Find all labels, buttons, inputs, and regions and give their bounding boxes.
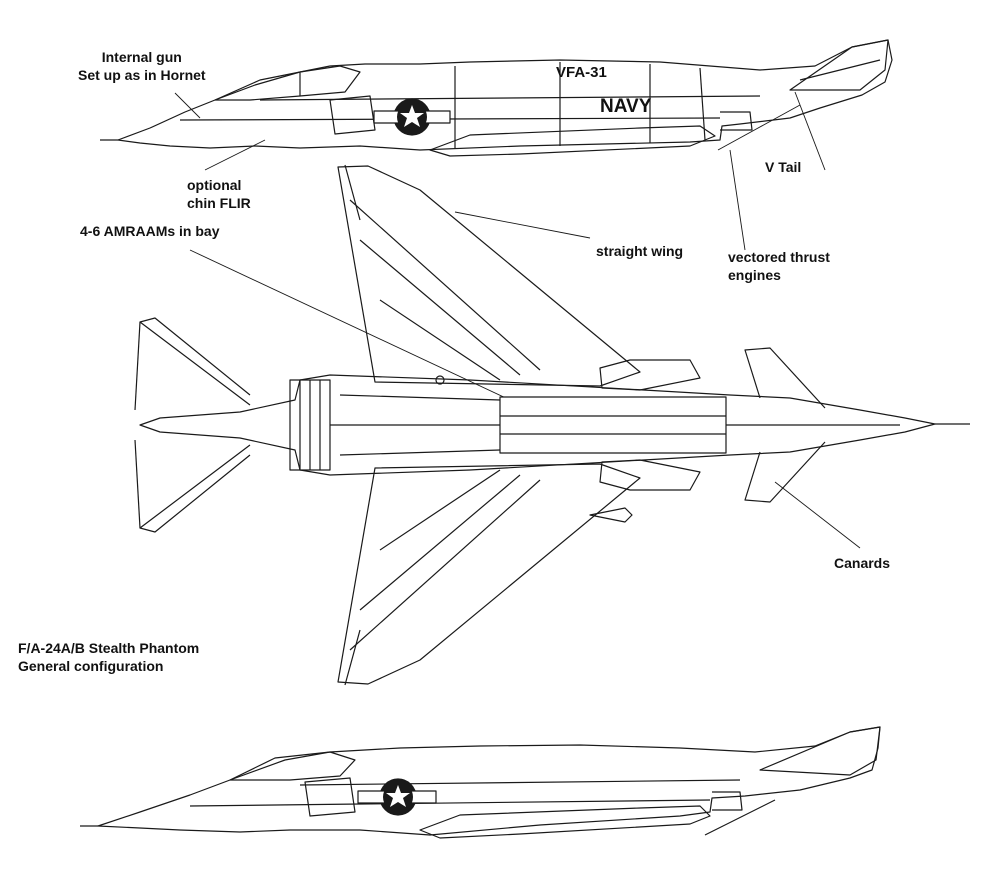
label-configuration-line2: General configuration [18,658,164,674]
label-configuration-line1: F/A-24A/B Stealth Phantom [18,640,200,656]
plan-view [134,164,970,686]
squadron-marking: VFA-31 [556,64,607,81]
side-view-bottom [80,726,881,839]
service-marking: NAVY [600,96,652,117]
label-internal-gun-line1: Internal gun [101,49,182,65]
leader-lines [174,91,861,549]
label-v-tail: V Tail [765,159,802,175]
label-vectored-thrust-line1: vectored thrust [728,249,830,265]
label-chin-flir-line2: chin FLIR [187,195,251,211]
label-vectored-thrust: vectored thrust engines [728,248,830,284]
label-canards: Canards [834,555,891,571]
label-chin-flir-line1: optional [187,177,242,193]
label-vectored-thrust-line2: engines [728,267,781,283]
label-straight-wing: straight wing [596,243,684,259]
label-configuration: F/A-24A/B Stealth Phantom General config… [18,639,199,675]
label-internal-gun: Internal gun Set up as in Hornet [78,48,206,84]
side-view-top [100,39,893,157]
label-internal-gun-line2: Set up as in Hornet [78,67,206,83]
label-amraams: 4-6 AMRAAMs in bay [80,223,220,239]
label-chin-flir: optional chin FLIR [187,176,251,212]
